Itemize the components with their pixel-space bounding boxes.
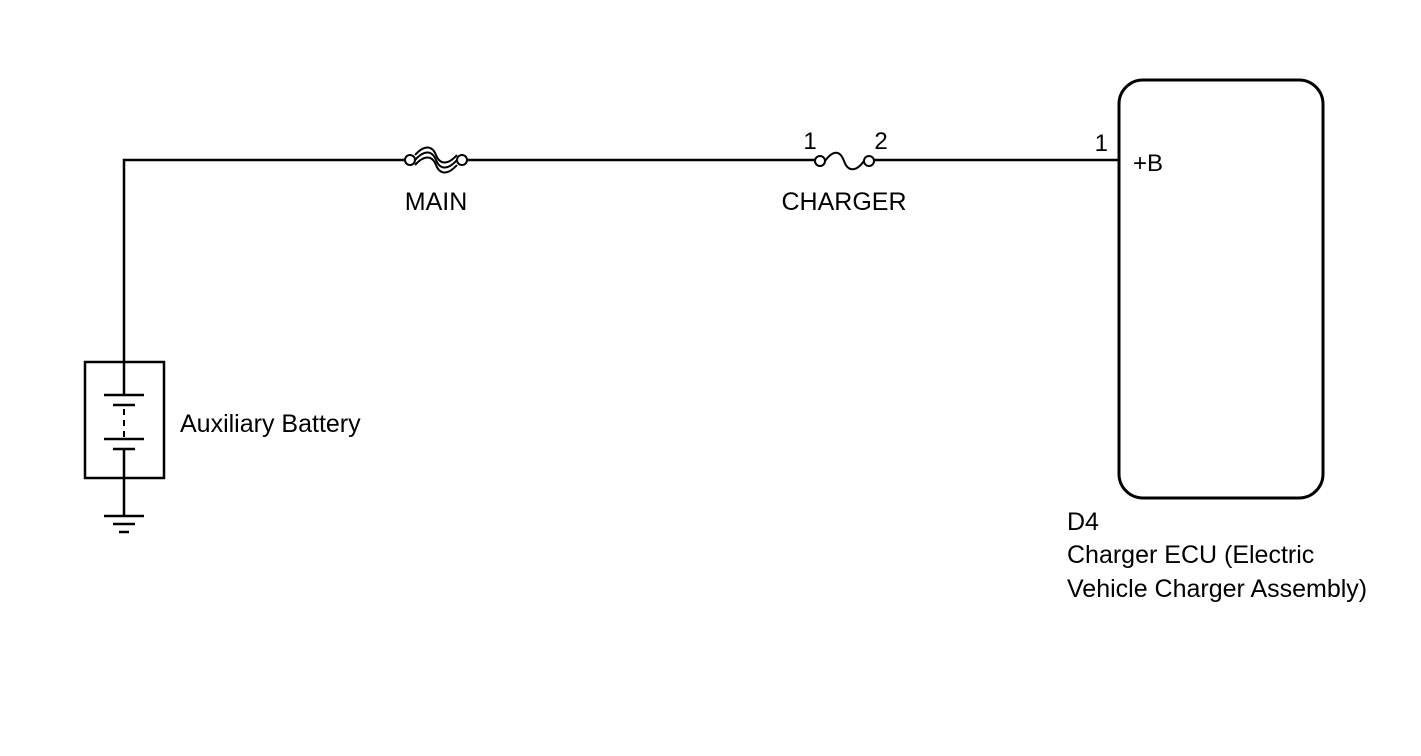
main-fuse-symbol xyxy=(404,146,468,174)
ecu-pin-number: 1 xyxy=(1095,130,1108,157)
ecu-connector-code: D4 xyxy=(1067,508,1099,536)
charger-ecu-box xyxy=(1117,78,1325,500)
charger-fuse-pin-1: 1 xyxy=(803,128,816,155)
charger-fuse-label: CHARGER xyxy=(781,188,906,216)
main-wire-left xyxy=(122,158,405,362)
ecu-pin-label: +B xyxy=(1133,150,1163,177)
charger-fuse-symbol xyxy=(814,151,875,171)
battery-symbol xyxy=(83,360,166,516)
ecu-name-line2: Vehicle Charger Assembly) xyxy=(1067,575,1367,603)
battery-label: Auxiliary Battery xyxy=(180,410,361,438)
ecu-name-line1: Charger ECU (Electric xyxy=(1067,541,1314,569)
charger-fuse-pin-2: 2 xyxy=(874,128,887,155)
ground-icon xyxy=(104,514,144,534)
main-fuse-label: MAIN xyxy=(405,188,468,216)
